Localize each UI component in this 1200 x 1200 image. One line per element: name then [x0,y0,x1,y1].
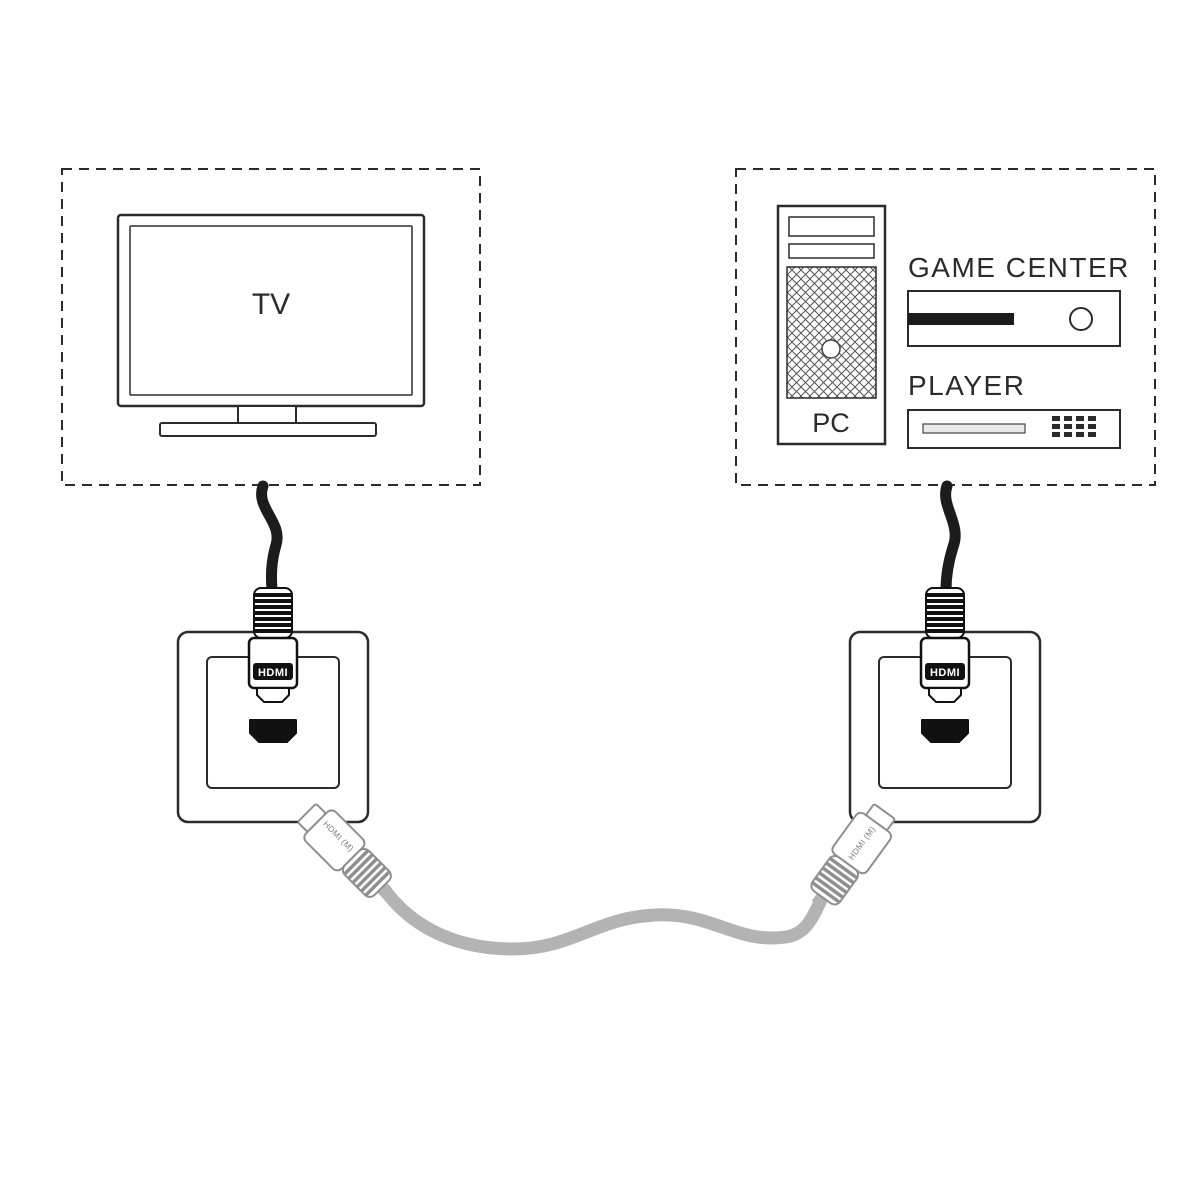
hdmi-male-plug-left-ridges [343,849,391,897]
hdmi-male-plug-left-strain-relief [341,847,392,898]
hdmi-wall-plate-left [176,630,370,824]
hdmi-plug-right-ridges [926,593,964,633]
game-console-icon [907,290,1121,347]
gray-patch-cable [377,882,828,956]
tv-stand-neck [237,405,297,424]
pc-drive-bay-1 [788,216,875,237]
pc-tower-icon: PC [776,204,887,446]
pc-grille [786,266,877,399]
tv-zone-dashed-box [61,168,481,486]
hdmi-male-plug-right-ridges [811,856,859,904]
hdmi-plug-left: HDMI [247,587,299,703]
pc-power-button-icon [821,339,841,359]
hdmi-plug-left-tip [256,687,290,703]
hdmi-male-plug-right: HDMI (M) [810,803,896,909]
black-cable-left [256,480,283,596]
game-center-label: GAME CENTER [908,252,1130,283]
black-cable-right [940,480,961,596]
player-disc-slot [922,423,1026,434]
game-console-power-icon [1069,307,1093,331]
pc-drive-bay-2 [788,243,875,259]
tv-stand-base [159,422,377,437]
tv-label: TV [252,288,290,321]
player-button-grid [1052,416,1096,437]
pc-label: PC [812,408,850,438]
hdmi-male-plug-left: HDMI (M) [297,803,393,899]
hdmi-plug-right-label-plate [925,663,965,680]
player-device-icon [907,409,1121,449]
hdmi-port-icon-left [249,719,297,743]
tv-icon: TV [116,213,426,437]
hdmi-port-icon-right [921,719,969,743]
player-label: PLAYER [908,370,1025,401]
hdmi-plug-right: HDMI [919,587,971,703]
hdmi-plug-left-label: HDMI [258,667,288,679]
tv-screen-inner [129,225,413,396]
game-console-slot [908,313,1014,325]
hdmi-plug-right-label: HDMI [930,667,960,679]
hdmi-plug-right-tip [928,687,962,703]
hdmi-wall-plate-right [848,630,1042,824]
hdmi-plug-left-ridges [254,593,292,633]
hdmi-plug-left-label-plate [253,663,293,680]
